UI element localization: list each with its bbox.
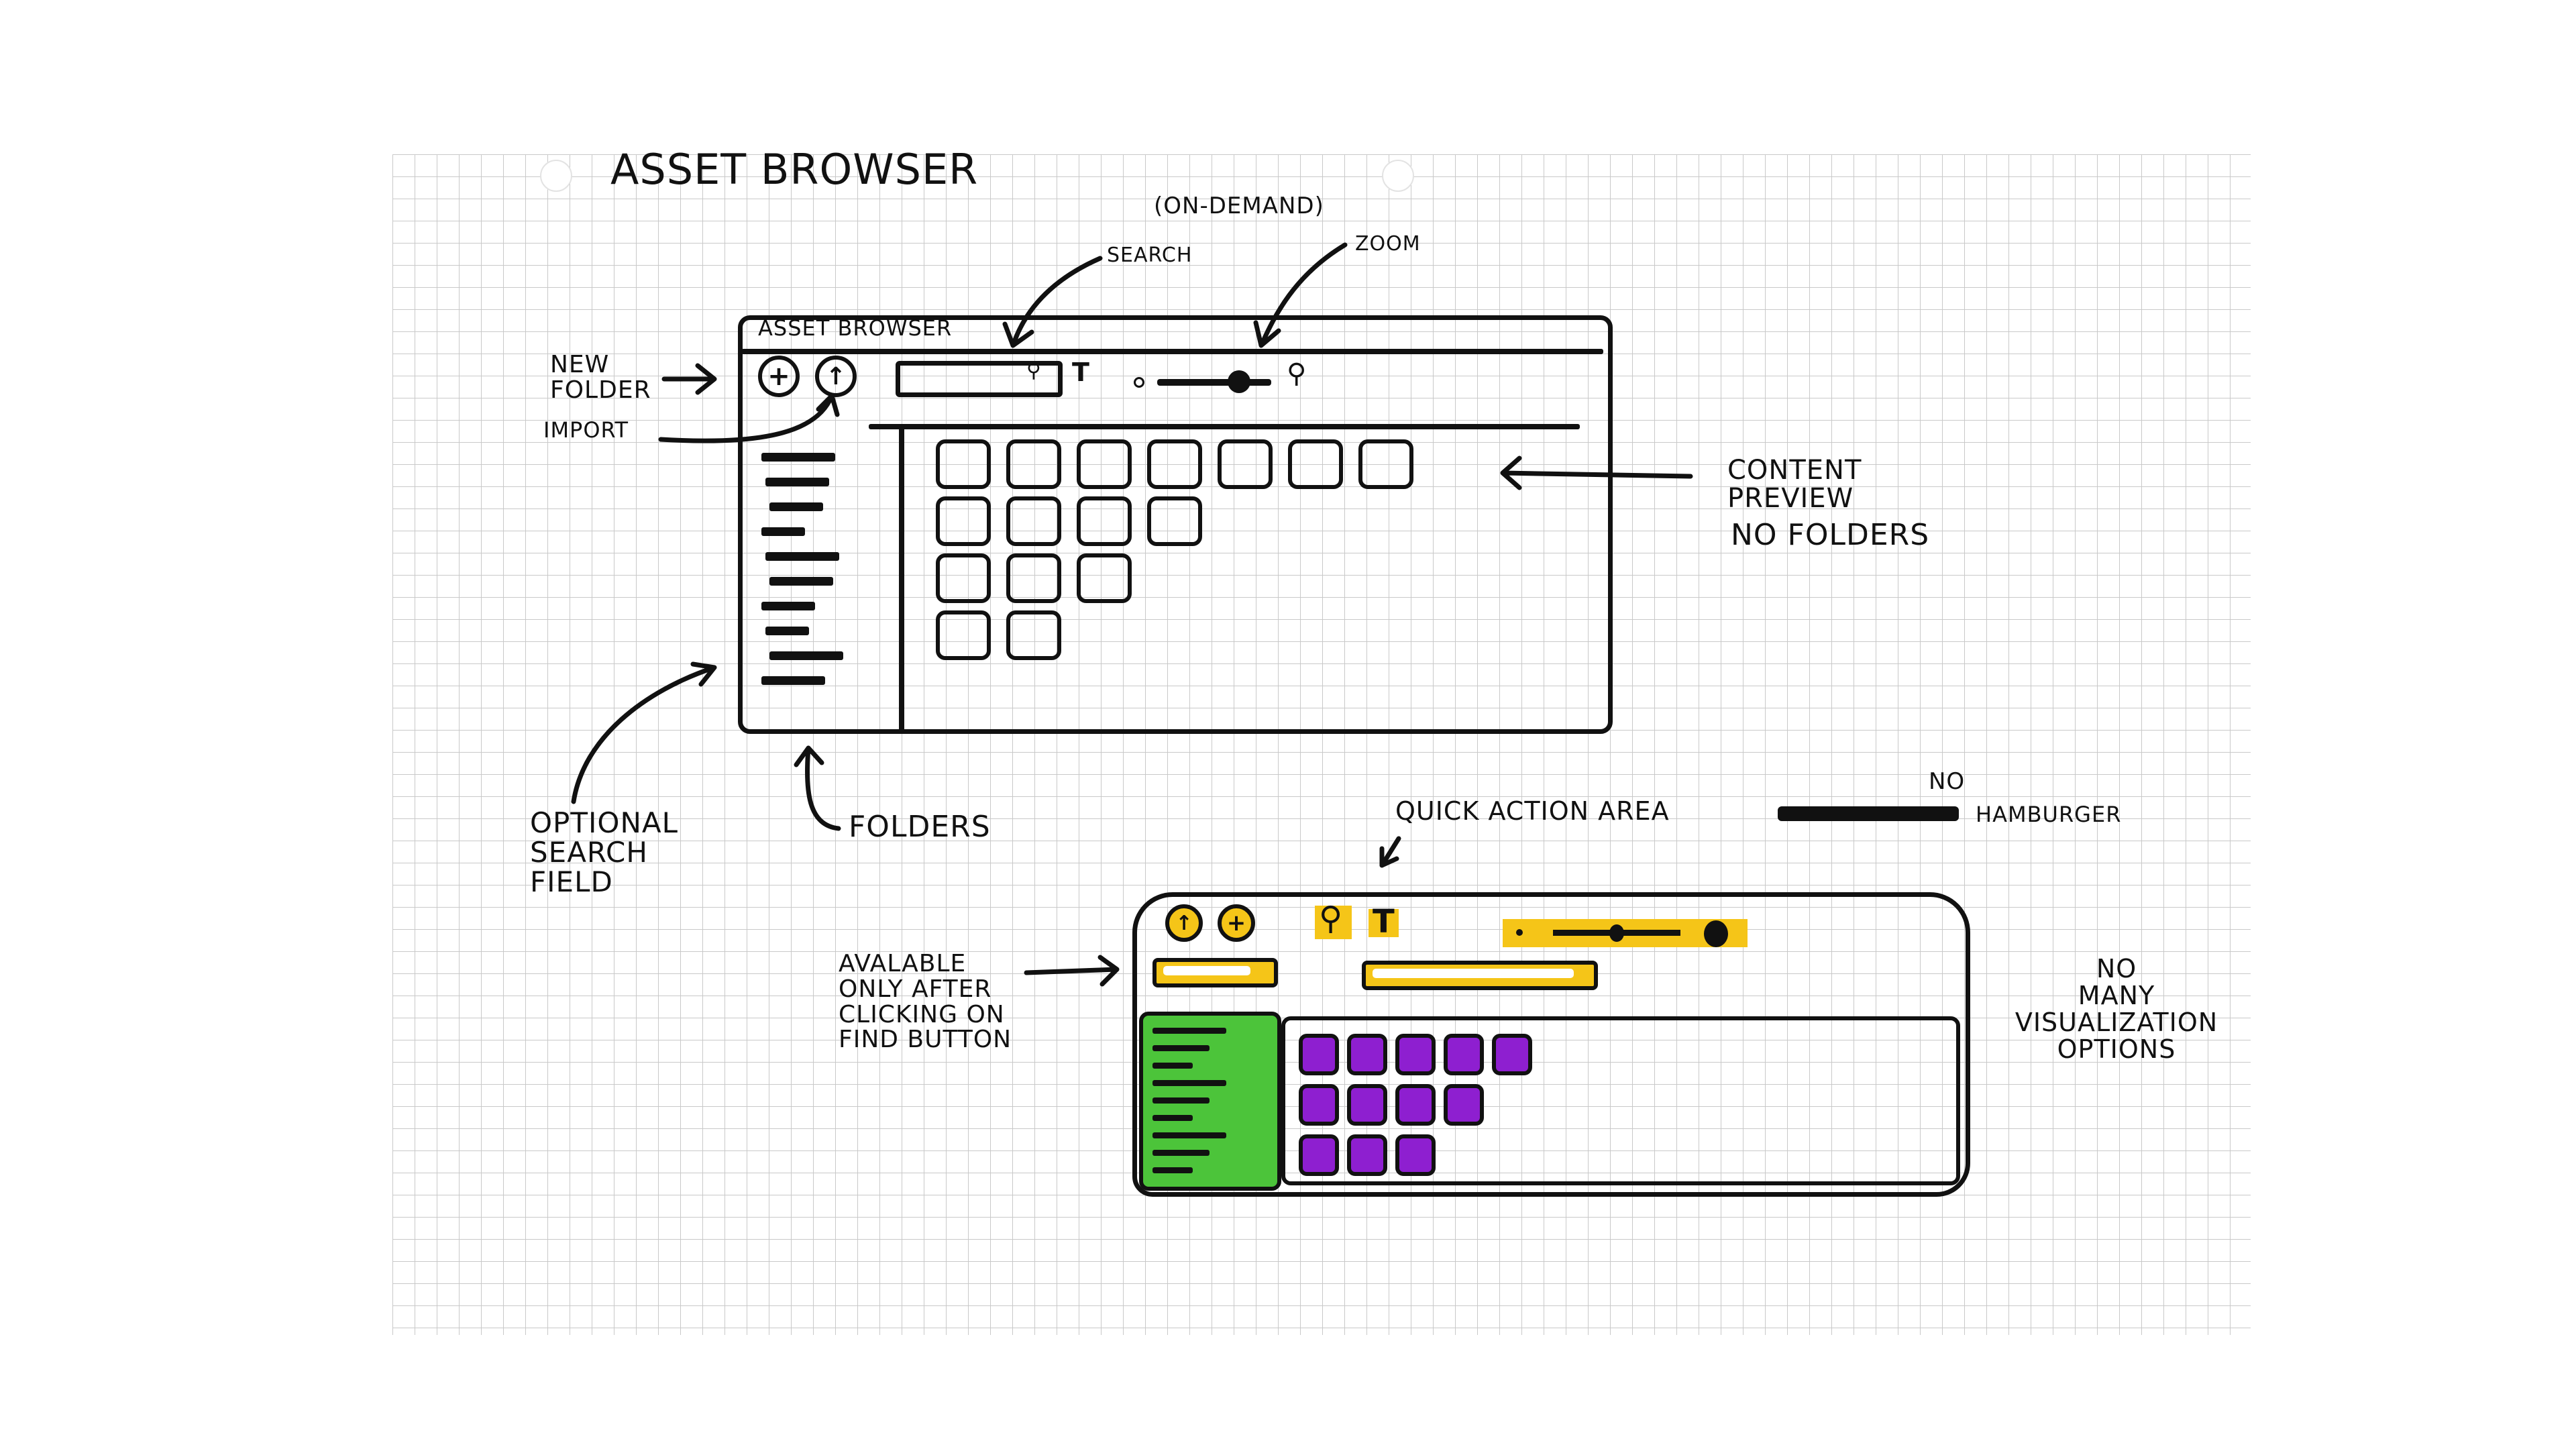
asset-tile[interactable]: [1347, 1084, 1387, 1126]
asset-tile[interactable]: [1006, 439, 1061, 489]
toolbar-divider: [869, 424, 1580, 429]
annotation-optional-search-field: Optional Search Field: [530, 806, 679, 899]
import-button-v2[interactable]: ↑: [1165, 904, 1203, 942]
annotation-content-preview: Content Preview: [1727, 455, 1862, 514]
annotation-folders: Folders: [849, 810, 991, 844]
folder-item[interactable]: [765, 627, 809, 635]
plus-circle-icon: +: [1226, 910, 1246, 936]
asset-tile[interactable]: [936, 496, 991, 546]
folder-item[interactable]: [765, 478, 829, 486]
annotation-quick-action-area: Quick Action Area: [1395, 796, 1670, 826]
asset-tile[interactable]: [1147, 439, 1202, 489]
zoom-control[interactable]: [1503, 919, 1748, 947]
annotation-zoom: Zoom: [1355, 232, 1421, 256]
new-folder-button-v2[interactable]: +: [1218, 904, 1255, 942]
folder-item[interactable]: [1152, 1150, 1210, 1156]
zoom-out-icon: [1134, 377, 1144, 388]
asset-tile[interactable]: [1299, 1134, 1339, 1176]
zoom-in-icon: ⚲: [1287, 358, 1307, 389]
search-input[interactable]: [896, 361, 1063, 397]
filter-icon[interactable]: T: [1072, 358, 1090, 387]
asset-tile[interactable]: [1218, 439, 1273, 489]
annotation-import: Import: [543, 417, 629, 443]
new-folder-button[interactable]: +: [758, 356, 800, 397]
asset-tile[interactable]: [1006, 553, 1061, 603]
folder-item[interactable]: [1152, 1115, 1193, 1121]
asset-tile[interactable]: [1299, 1034, 1339, 1075]
folder-item[interactable]: [1152, 1063, 1193, 1069]
folder-item[interactable]: [1152, 1028, 1226, 1034]
asset-tile[interactable]: [1347, 1034, 1387, 1075]
folder-item[interactable]: [761, 453, 835, 462]
title-bar-divider: [741, 349, 1603, 354]
annotation-search: Search: [1107, 244, 1193, 267]
content-search-input[interactable]: [1362, 961, 1598, 990]
find-button[interactable]: ⚲: [1315, 902, 1352, 939]
folder-item[interactable]: [769, 502, 823, 511]
folder-item[interactable]: [761, 602, 815, 610]
asset-tile[interactable]: [1077, 553, 1132, 603]
asset-tile[interactable]: [1006, 496, 1061, 546]
folder-item[interactable]: [769, 577, 833, 586]
import-button[interactable]: ↑: [815, 356, 857, 397]
folder-search-input[interactable]: [1152, 958, 1278, 987]
folder-item[interactable]: [1152, 1045, 1210, 1051]
asset-tile[interactable]: [1006, 610, 1061, 660]
folder-item[interactable]: [1152, 1097, 1210, 1104]
arrow-up-circle-icon: ↑: [1175, 911, 1193, 935]
annotation-on-demand: (On-Demand): [1154, 193, 1324, 219]
asset-tile[interactable]: [1358, 439, 1413, 489]
annotation-no: No: [1929, 768, 1966, 795]
filter-icon: T: [1373, 903, 1395, 941]
asset-tile[interactable]: [1077, 439, 1132, 489]
content-preview-area: [1281, 1016, 1960, 1185]
sketch-window-v2: [1132, 892, 1970, 1197]
folder-item[interactable]: [765, 552, 839, 561]
zoom-slider-thumb[interactable]: [1609, 924, 1624, 942]
scribbled-out-text: [1778, 806, 1959, 821]
sketch-window-v1: [738, 315, 1613, 734]
asset-tile[interactable]: [1444, 1084, 1484, 1126]
asset-tile[interactable]: [936, 439, 991, 489]
page-title: Asset Browser: [610, 145, 979, 194]
asset-tile[interactable]: [1395, 1084, 1436, 1126]
folder-item[interactable]: [761, 527, 805, 536]
zoom-in-icon: [1704, 920, 1728, 947]
binder-hole: [1382, 160, 1414, 192]
asset-tile[interactable]: [1347, 1134, 1387, 1176]
folder-item[interactable]: [1152, 1167, 1193, 1173]
asset-tile[interactable]: [1147, 496, 1202, 546]
zoom-slider-thumb[interactable]: [1228, 370, 1250, 393]
folder-item[interactable]: [1152, 1132, 1226, 1138]
search-icon: ⚲: [1319, 900, 1344, 937]
sidebar-divider: [899, 424, 904, 729]
annotation-new-folder: New Folder: [550, 351, 651, 404]
asset-tile[interactable]: [1444, 1034, 1484, 1075]
asset-tile[interactable]: [936, 610, 991, 660]
zoom-slider[interactable]: [1157, 379, 1271, 386]
folder-item[interactable]: [761, 676, 825, 685]
arrow-up-circle-icon: ↑: [825, 362, 847, 390]
window-title: Asset Browser: [758, 315, 953, 341]
folder-item[interactable]: [1152, 1080, 1226, 1086]
asset-tile[interactable]: [1395, 1134, 1436, 1176]
annotation-no-folders: No Folders: [1731, 518, 1930, 552]
binder-hole: [540, 160, 572, 192]
annotation-hamburger: Hamburger: [1976, 802, 2122, 827]
asset-tile[interactable]: [1492, 1034, 1532, 1075]
plus-circle-icon: +: [767, 361, 790, 392]
asset-tile[interactable]: [1299, 1084, 1339, 1126]
annotation-no-many-visualization-options: No many visualization options: [2015, 954, 2218, 1064]
search-icon: ⚲: [1026, 359, 1042, 382]
annotation-available-only-after-find: Avalable only after clicking on Find But…: [839, 950, 1012, 1054]
filter-button[interactable]: T: [1368, 905, 1399, 938]
asset-tile[interactable]: [1395, 1034, 1436, 1075]
asset-tile[interactable]: [1288, 439, 1343, 489]
folder-item[interactable]: [769, 651, 843, 660]
folder-sidebar: [1139, 1012, 1281, 1191]
asset-tile[interactable]: [1077, 496, 1132, 546]
asset-tile[interactable]: [936, 553, 991, 603]
zoom-out-icon: [1516, 929, 1523, 936]
